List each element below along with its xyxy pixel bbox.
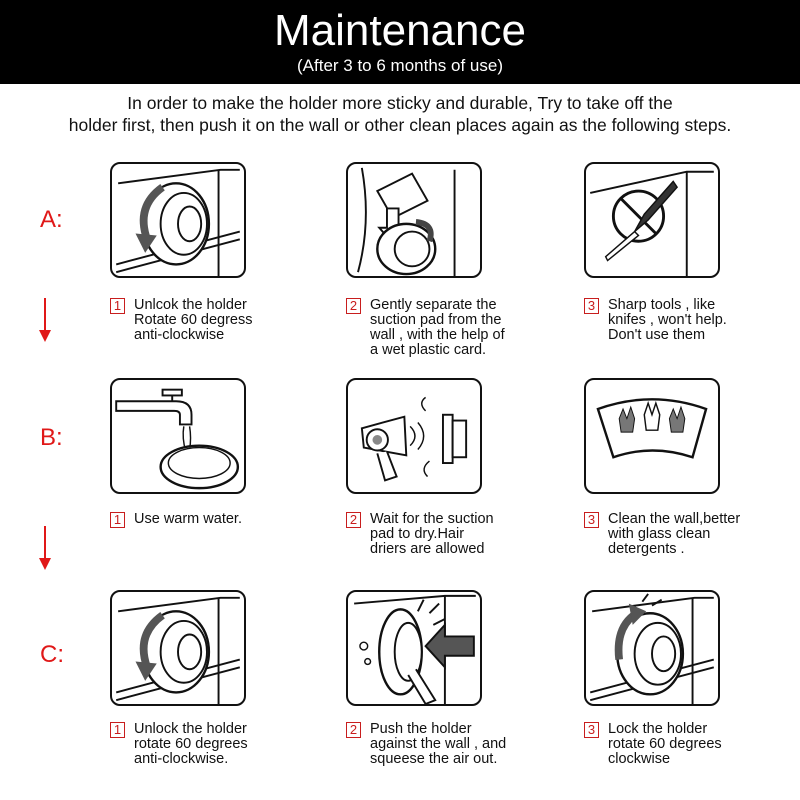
intro-text: In order to make the holder more sticky … [10,92,790,136]
header-banner: Maintenance (After 3 to 6 months of use) [0,0,800,84]
step-number-badge: 3 [584,512,599,528]
caption-line: Unlcok the holder [134,297,247,313]
faucet-icon [110,378,246,494]
caption-line: Lock the holder [608,721,708,737]
caption-line: with glass clean [608,526,711,542]
rotate-holder-icon [110,162,246,278]
hair-drier-icon [346,378,482,494]
caption-line: Wait for the suction [370,511,494,527]
down-arrow-icon [39,298,51,342]
clean-hands-icon [584,378,720,494]
step-number-badge: 1 [110,512,125,528]
caption-line: squeese the air out. [370,751,498,767]
page-title: Maintenance [274,6,526,55]
caption-line: Don't use them [608,327,706,343]
no-knife-icon [584,162,720,278]
row-label-b: B: [40,424,63,451]
caption-line: pad to dry.Hair [370,526,465,542]
caption-line: detergents . [608,541,685,557]
step-number-badge: 2 [346,298,361,314]
caption-line: Push the holder [370,721,472,737]
caption-line: wall , with the help of [370,327,505,343]
caption-line: clockwise [608,751,671,767]
step-number-badge: 2 [346,722,361,738]
caption-line: a wet plastic card. [370,342,487,358]
caption-line: anti-clockwise [134,327,225,343]
caption-line: Unlock the holder [134,721,247,737]
caption-line: against the wall , and [370,736,507,752]
intro-line-1: In order to make the holder more sticky … [127,93,673,113]
push-holder-icon [346,590,482,706]
step-number-badge: 1 [110,722,125,738]
step-number-badge: 3 [584,722,599,738]
rotate-holder-icon [110,590,246,706]
caption-line: anti-clockwise. [134,751,229,767]
caption-line: rotate 60 degrees [134,736,248,752]
plastic-card-icon [346,162,482,278]
caption-line: Rotate 60 degress [134,312,253,328]
row-label-c: C: [40,641,64,668]
page-subtitle: (After 3 to 6 months of use) [297,56,503,75]
caption-line: suction pad from the [370,312,502,328]
caption-line: Use warm water. [134,511,242,527]
step-number-badge: 3 [584,298,599,314]
caption-line: driers are allowed [370,541,485,557]
intro-line-2: holder first, then push it on the wall o… [68,115,732,135]
lock-holder-icon [584,590,720,706]
caption-line: Clean the wall,better [608,511,741,527]
step-number-badge: 2 [346,512,361,528]
caption-line: knifes , won't help. [608,312,727,328]
row-label-a: A: [40,206,63,233]
caption-line: rotate 60 degrees [608,736,722,752]
down-arrow-icon [39,526,51,570]
caption-line: Sharp tools , like [608,297,716,313]
step-number-badge: 1 [110,298,125,314]
caption-line: Gently separate the [370,297,497,313]
